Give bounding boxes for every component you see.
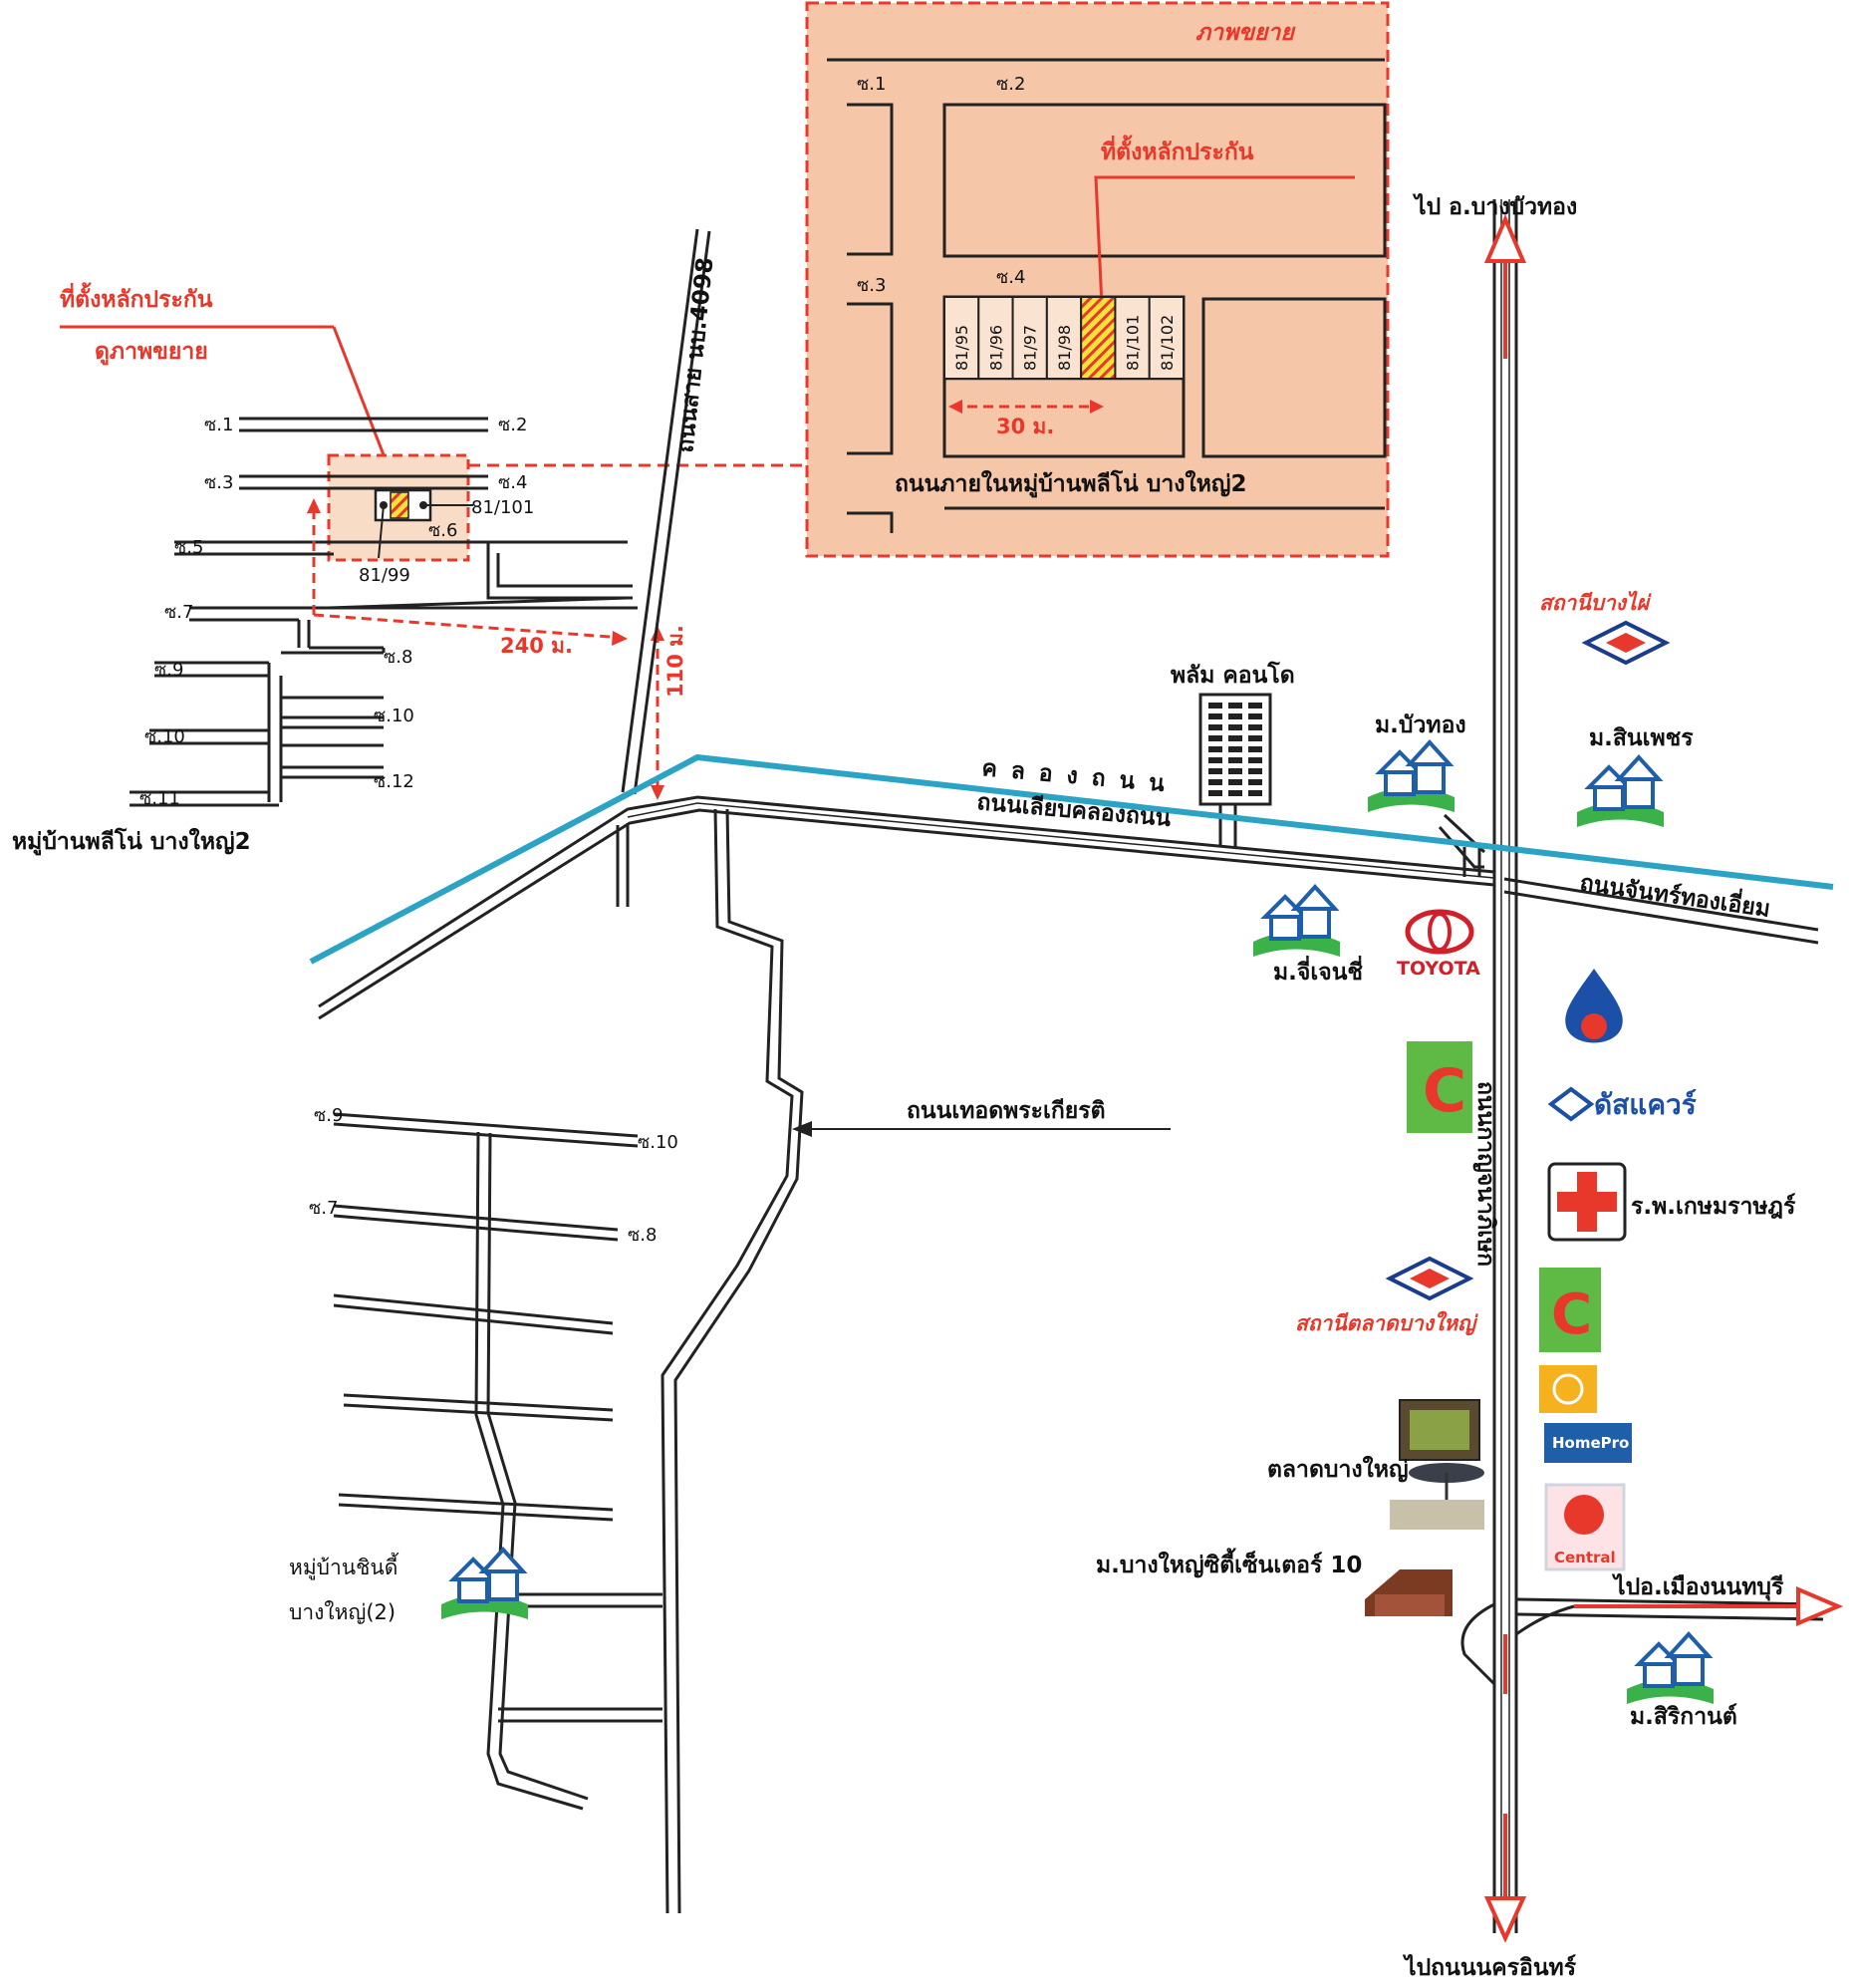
inset-soi-2: ซ.2 [996, 74, 1025, 95]
plot-cell [943, 296, 980, 380]
village-soi-6: ซ.6 [428, 520, 457, 541]
distance-240m: 240 ม. [500, 634, 573, 658]
village-plot-81-99: 81/99 [359, 565, 410, 586]
inset-title: ภาพขยาย [1195, 20, 1296, 46]
toyota-logo-icon: TOYOTA [1397, 909, 1480, 980]
village-soi-8: ซ.8 [384, 647, 412, 668]
svg-text:HomePro: HomePro [1552, 1434, 1629, 1452]
village-soi-2: ซ.2 [498, 415, 527, 435]
kasemrad-hospital-label: ร.พ.เกษมราษฎร์ [1631, 1193, 1796, 1220]
city-house-icon [1365, 1569, 1453, 1616]
plot-row: 81/95 81/96 81/97 81/98 81/101 81/102 [942, 295, 1186, 381]
big-c-logo-icon: C [1539, 1268, 1601, 1352]
plot-cell [1080, 296, 1117, 380]
direction-north: ไป อ.บางบัวทอง [1412, 192, 1577, 220]
house-icon [441, 1547, 528, 1619]
dot-square-logo-icon: ดัสแควร์ [1547, 1086, 1697, 1122]
lower-soi-7: ซ.7 [309, 1198, 338, 1219]
direction-south: ไปถนนนครอินทร์ [1402, 1953, 1577, 1981]
village-soi-9: ซ.9 [154, 660, 183, 681]
house-icon [1253, 884, 1340, 957]
roads [318, 199, 1824, 1933]
svg-text:C: C [1423, 1056, 1466, 1126]
bang-yai-market-label: ตลาดบางใหญ่ [1267, 1455, 1409, 1483]
lower-soi-8: ซ.8 [628, 1225, 657, 1246]
village-plot-81-101: 81/101 [471, 497, 534, 518]
village-soi-5: ซ.5 [174, 537, 203, 558]
svg-text:C: C [1551, 1282, 1592, 1347]
inset-soi-4: ซ.4 [996, 267, 1025, 288]
house-icon [1368, 739, 1455, 812]
village-see-zoom-label: ดูภาพขยาย [95, 339, 208, 366]
plot-cell [1114, 296, 1151, 380]
lower-soi-10: ซ.10 [638, 1132, 678, 1153]
lower-village [333, 1112, 662, 1811]
plot-cell [977, 296, 1014, 380]
plot-cell [1011, 296, 1048, 380]
inset-road-label: ถนนภายในหมู่บ้านพลีโน่ บางใหญ่2 [895, 469, 1247, 498]
dot-square-label: ดัสแควร์ [1594, 1088, 1697, 1121]
plot-label: 81/102 [1158, 315, 1177, 371]
village-soi-10-left: ซ.10 [144, 726, 185, 747]
bank-logo-icon [1539, 1365, 1597, 1413]
zoom-inset: ภาพขยาย ซ.1 ซ.2 ซ.3 ซ.4 ที่ตั้งหลักประกั… [805, 1, 1390, 558]
village-name: หมู่บ้านพลีโน่ บางใหญ่2 [12, 827, 251, 856]
inset-distance-30m: 30 ม. [996, 415, 1054, 438]
homepro-logo-icon: HomePro [1544, 1423, 1632, 1463]
plot-label: 81/97 [1021, 325, 1040, 371]
plot-cell [1045, 296, 1083, 380]
direction-arrows [1483, 213, 1844, 1943]
hospital-cross-icon [1547, 1162, 1627, 1242]
direction-east: ไปอ.เมืองนนทบุรี [1611, 1572, 1784, 1601]
road-label-kanchana: ถนนกาญจนาภิเษก [1472, 1081, 1498, 1267]
village-soi-4: ซ.4 [498, 472, 527, 493]
lower-village-name-1: หมู่บ้านชินดี้ [289, 1553, 399, 1580]
svg-text:TOYOTA: TOYOTA [1397, 958, 1480, 980]
sinphet-village-label: ม.สินเพชร [1589, 725, 1694, 751]
distance-110m: 110 ม. [663, 625, 687, 698]
condo-building-icon [1198, 693, 1272, 806]
plot-cell [1148, 296, 1185, 380]
ptt-logo-icon [1565, 969, 1623, 1043]
canal-line [309, 753, 1834, 965]
lower-soi-9: ซ.9 [314, 1105, 343, 1126]
inset-collateral-label: ที่ตั้งหลักประกัน [1101, 135, 1254, 165]
condo-label: พลัม คอนโด [1171, 661, 1295, 689]
market-icon [1390, 1399, 1484, 1530]
station-talat-bang-yai-label: สถานีตลาดบางใหญ่ [1295, 1310, 1478, 1336]
house-icon [1577, 754, 1664, 827]
central-logo-icon: Central [1544, 1483, 1626, 1571]
road-label-thep: ถนนเทอดพระเกียรติ [907, 1098, 1106, 1124]
house-icon [1627, 1631, 1714, 1704]
bang-yai-city-label: ม.บางใหญ่ซิตี้เซ็นเตอร์ 10 [1096, 1548, 1362, 1578]
village-soi-12: ซ.12 [374, 771, 414, 792]
sirikarn-village-label: ม.สิริกานต์ [1630, 1703, 1737, 1730]
train-station-icon [1581, 620, 1671, 666]
village-soi-10-right: ซ.10 [374, 706, 414, 726]
inset-background [805, 1, 1390, 558]
village-soi-1: ซ.1 [204, 415, 233, 435]
plot-label: 81/98 [1055, 325, 1074, 371]
village-collateral-label: ที่ตั้งหลักประกัน [60, 282, 213, 313]
bua-thong-village-label: ม.บัวทอง [1375, 712, 1466, 738]
big-c-logo-icon: C [1407, 1041, 1472, 1133]
inset-soi-3: ซ.3 [857, 275, 886, 296]
svg-text:Central: Central [1554, 1549, 1616, 1566]
inset-soi-1: ซ.1 [857, 74, 886, 95]
plot-label: 81/101 [1124, 315, 1143, 371]
lower-village-name-2: บางใหญ่(2) [289, 1600, 396, 1624]
village-soi-3: ซ.3 [204, 472, 233, 493]
village-soi-7: ซ.7 [164, 602, 193, 623]
plot-label: 81/96 [986, 325, 1005, 371]
train-station-icon [1385, 1256, 1474, 1301]
g-chain-village-label: ม.จี่เจนชี่ [1273, 955, 1363, 986]
plot-label: 81/95 [952, 325, 971, 371]
village-plan: ที่ตั้งหลักประกัน ดูภาพขยาย [12, 282, 687, 856]
village-soi-11: ซ.11 [139, 788, 180, 809]
station-bang-phai-label: สถานีบางไผ่ [1539, 590, 1652, 615]
